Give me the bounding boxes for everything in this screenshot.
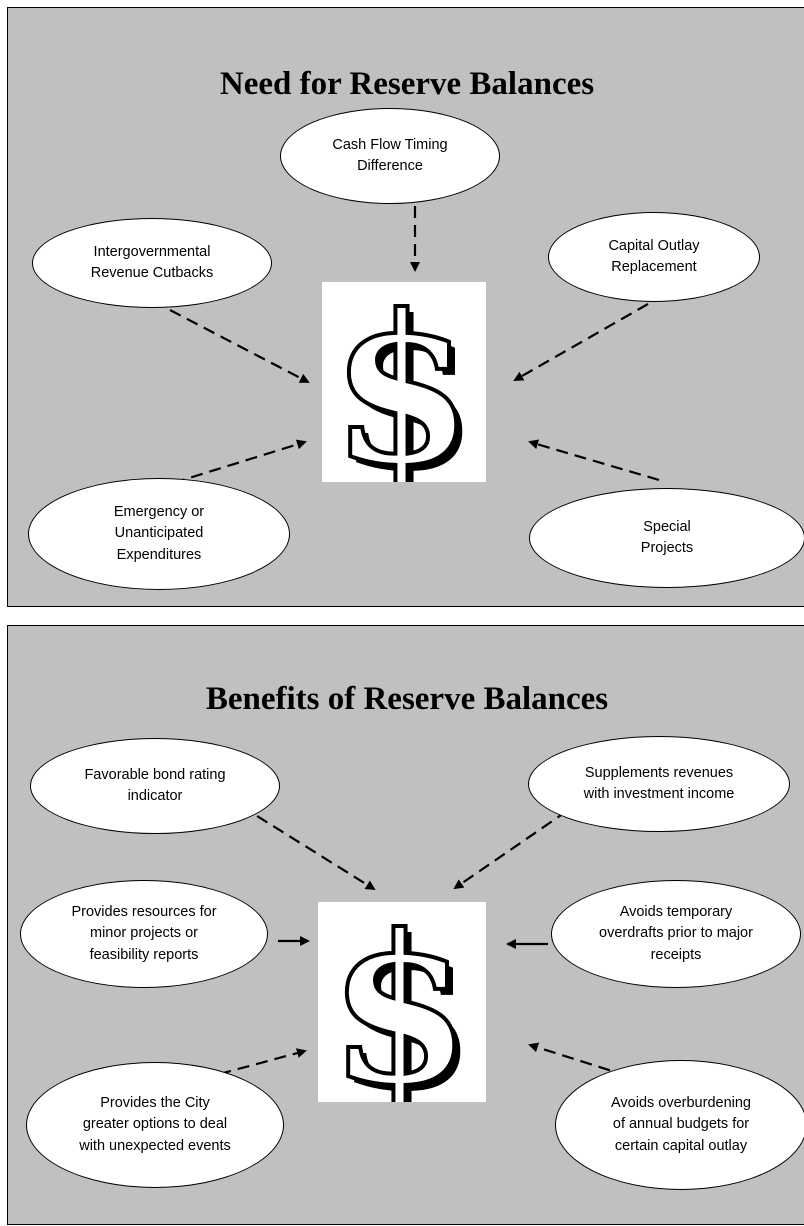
benefits-panel: Benefits of Reserve Balances $ $ Favorab… [7, 625, 804, 1225]
arrow-emergency [172, 439, 307, 485]
svg-text:$: $ [337, 282, 480, 482]
benefit-unexpected-events: Provides the City greater options to dea… [26, 1062, 284, 1188]
benefit-overdrafts: Avoids temporary overdrafts prior to maj… [551, 880, 801, 988]
svg-text:$: $ [335, 902, 478, 1102]
need-panel-title: Need for Reserve Balances [219, 66, 595, 102]
dollar-sign-icon: $ $ [318, 902, 486, 1102]
arrow-capital-outlay [513, 303, 649, 381]
reason-intergovernmental-cutbacks: Intergovernmental Revenue Cutbacks [32, 218, 272, 308]
svg-text:$: $ [331, 282, 474, 482]
benefits-panel-title: Benefits of Reserve Balances [205, 681, 609, 717]
arrow-intergovernmental [169, 309, 310, 383]
benefit-overburdening: Avoids overburdening of annual budgets f… [555, 1060, 804, 1190]
arrow-special-projects [528, 439, 660, 482]
reason-capital-outlay-replacement: Capital Outlay Replacement [548, 212, 760, 302]
arrow-bond-rating [240, 805, 376, 891]
reason-cash-flow-timing: Cash Flow Timing Difference [280, 108, 500, 204]
arrow-overburdening [528, 1042, 629, 1078]
benefit-bond-rating: Favorable bond rating indicator [30, 738, 280, 834]
dollar-sign-icon: $ $ [322, 282, 486, 482]
benefit-minor-projects: Provides resources for minor projects or… [20, 880, 268, 988]
reason-special-projects: Special Projects [529, 488, 804, 588]
need-arrows [169, 206, 660, 485]
benefit-investment-income: Supplements revenues with investment inc… [528, 736, 790, 832]
reason-emergency-expenditures: Emergency or Unanticipated Expenditures [28, 478, 290, 590]
svg-text:$: $ [329, 902, 472, 1102]
need-panel: Need for Reserve Balances $ $ Cash Flow … [7, 7, 804, 607]
